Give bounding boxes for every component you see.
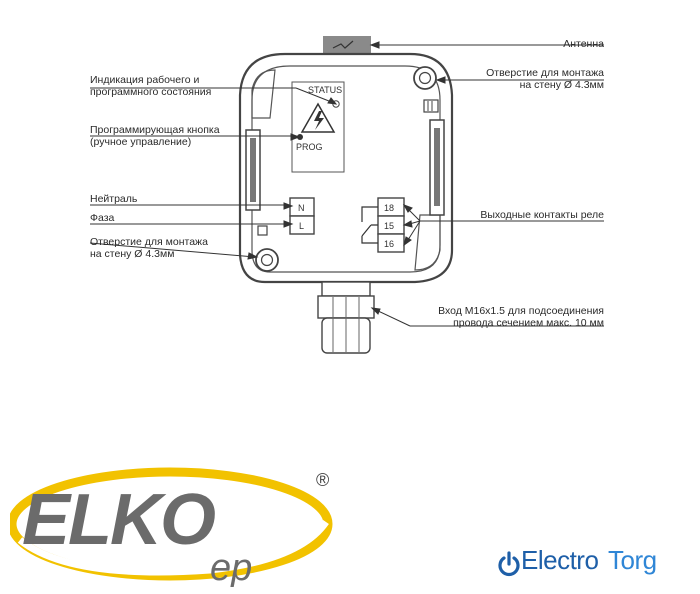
label-antenna: Антенна [563, 38, 604, 50]
antenna-symbol [332, 40, 354, 49]
store-word-electro: Electro [521, 545, 599, 575]
antenna-block [323, 36, 371, 54]
label-prog-button: Программирующая кнопка (ручное управлени… [90, 124, 220, 148]
elko-ep-logo: ELKO ep ® [10, 467, 333, 587]
relay-switch-symbol [361, 206, 378, 244]
label-phase: Фаза [90, 212, 115, 224]
elko-main-text: ELKO [22, 480, 215, 560]
right-latch [423, 99, 439, 113]
status-label: STATUS [308, 85, 342, 95]
registered-mark: ® [316, 470, 329, 490]
label-relay-contacts: Выходные контакты реле [480, 209, 604, 221]
label-mount-hole-left: Отверстие для монтажа на стену Ø 4.3мм [90, 236, 208, 260]
label-gland: Вход M16x1.5 для подсоединения провода с… [438, 305, 604, 329]
terminal-n-text: N [298, 203, 305, 213]
label-indication: Индикация рабочего и программного состоя… [90, 74, 212, 98]
right-bottom-boss [414, 214, 441, 271]
label-neutral: Нейтраль [90, 193, 138, 205]
elko-sub-text: ep [210, 547, 252, 587]
prog-label: PROG [296, 142, 323, 152]
lightning-icon [314, 111, 324, 130]
gland-nut [321, 281, 371, 297]
label-mount-hole-right: Отверстие для монтажа на стену Ø 4.3мм [486, 67, 604, 91]
left-small-latch [257, 225, 268, 236]
leader-lines [89, 41, 604, 327]
power-icon [498, 551, 520, 577]
left-top-boss [251, 69, 276, 119]
terminal-15-text: 15 [384, 221, 394, 231]
terminal-18-text: 18 [384, 203, 394, 213]
terminal-l-text: L [299, 221, 304, 231]
terminal-16-text: 16 [384, 239, 394, 249]
housing-inner [251, 65, 441, 273]
store-word-torg: Torg [608, 545, 657, 575]
